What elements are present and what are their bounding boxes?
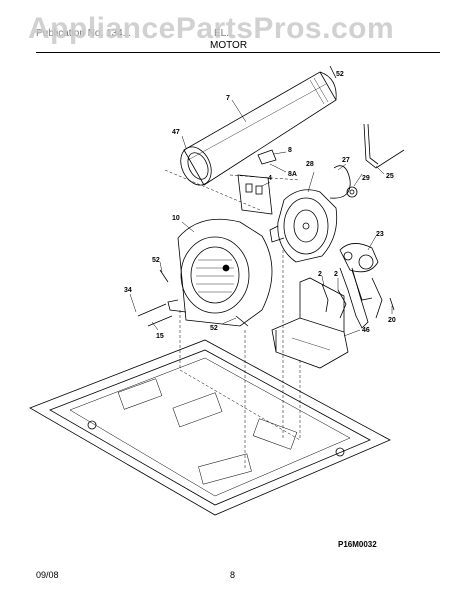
vent-duct [183, 71, 337, 186]
idler-pulley [339, 243, 379, 301]
header-rule [36, 52, 440, 53]
callout-52-bottom: 52 [210, 325, 218, 332]
callout-2-right: 2 [334, 271, 338, 278]
callout-2-left: 2 [318, 271, 322, 278]
blower-housing [167, 218, 273, 327]
motor-mount-bracket [271, 277, 349, 369]
publication-label: Publication No. 134... [36, 28, 132, 39]
callout-47: 47 [172, 129, 180, 136]
callout-labels: 52 7 47 8 8A 4 28 27 29 25 10 23 52 2 2 … [124, 71, 396, 340]
screws [137, 65, 395, 327]
callout-4: 4 [268, 175, 272, 182]
watermark: AppliancePartsPros.com [28, 12, 395, 45]
callout-8a: 8A [288, 171, 297, 178]
callout-27: 27 [342, 157, 350, 164]
callout-8: 8 [288, 147, 292, 154]
callout-25: 25 [386, 173, 394, 180]
lint-sensor-wire [329, 123, 405, 199]
callout-46: 46 [362, 327, 370, 334]
drive-motor [269, 189, 338, 263]
callout-7: 7 [226, 95, 230, 102]
base-plate [29, 339, 391, 516]
callout-34: 34 [124, 287, 132, 294]
callout-23: 23 [376, 231, 384, 238]
duct-seal [180, 146, 212, 186]
diagram-code: P16M0032 [338, 540, 377, 549]
idler-arm [339, 267, 383, 329]
callout-28: 28 [306, 161, 314, 168]
motor-mount-plate [237, 174, 273, 215]
section-title: MOTOR [210, 40, 248, 51]
footer-page-number: 8 [230, 570, 236, 580]
callout-52-top: 52 [336, 71, 344, 78]
motor-clips [321, 283, 347, 319]
leader-lines [129, 99, 393, 337]
duct-clip [257, 149, 277, 165]
footer-date: 09/08 [36, 570, 59, 580]
callout-10: 10 [172, 215, 180, 222]
callout-15: 15 [156, 333, 164, 340]
callout-29: 29 [362, 175, 370, 182]
model-label: EL... [214, 28, 235, 39]
callout-20: 20 [388, 317, 396, 324]
callout-52-left: 52 [152, 257, 160, 264]
